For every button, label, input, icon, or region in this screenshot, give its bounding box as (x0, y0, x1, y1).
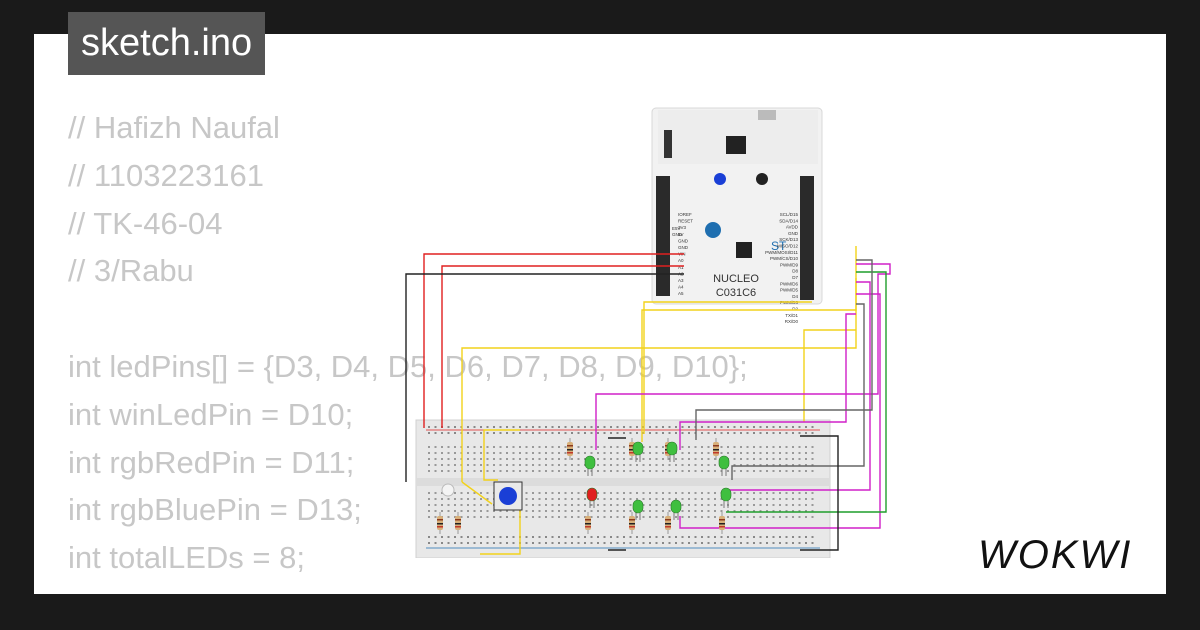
code-line: int rgbRedPin = D11; (68, 444, 355, 480)
board-pin-label: A3 (678, 278, 684, 283)
file-name-tab: sketch.ino (68, 12, 266, 75)
resistor (713, 438, 719, 460)
board-pin-label: SCL/D15 (780, 212, 799, 217)
board-pin-label: PWM/D3 (780, 300, 798, 305)
board-pin-label: PWM/D6 (780, 281, 798, 286)
svg-text:ST: ST (771, 239, 787, 253)
svg-text:WOKWI: WOKWI (978, 533, 1132, 577)
board-pin-label: SDA/D14 (779, 218, 798, 223)
board-pin-label: 5V (678, 232, 684, 237)
resistor (585, 512, 591, 534)
board-pin-label: TX/D1 (785, 313, 798, 318)
board-pin-label: PWM/D5 (780, 288, 798, 293)
board-pin-label: IOREF (678, 212, 692, 217)
board-name-line2: C031C6 (716, 287, 756, 299)
led (584, 455, 596, 476)
code-line: // TK-46-04 (68, 205, 223, 241)
resistor (719, 512, 725, 534)
code-line: int totalLEDs = 8; (68, 540, 305, 576)
resistor (437, 512, 443, 534)
push-button[interactable] (493, 481, 523, 511)
board-top-label: GND (672, 232, 683, 237)
led (632, 441, 644, 462)
board-pin-label: A4 (678, 285, 684, 290)
board-pin-label: RESET (678, 219, 693, 224)
board-pin-label: AVDD (786, 225, 799, 230)
board-pin-label: GND (788, 231, 799, 236)
board-pin-label: GND (678, 238, 689, 243)
led (586, 487, 598, 508)
code-line: // 3/Rabu (68, 253, 194, 289)
wokwi-logo: WOKWI (978, 533, 1132, 577)
board-pin-label: A1 (678, 265, 684, 270)
code-line: // Hafizh Naufal (68, 110, 280, 145)
circuit-diagram: ST NUCLEO C031C6 IOREFRESET3V35VGNDGNDVI… (405, 107, 891, 558)
board-pin-label: 3V3 (678, 225, 687, 230)
board-pin-label: PWM/CS/D10 (770, 256, 799, 261)
board-pin-label: D8 (792, 269, 798, 274)
resistor (455, 512, 461, 534)
board-pin-label: D4 (792, 294, 798, 299)
led (666, 441, 678, 462)
board-pin-label: RX/D0 (785, 319, 799, 324)
board-pin-label: GND (678, 245, 689, 250)
board-pin-label: SCK/D13 (779, 237, 798, 242)
led (670, 499, 682, 520)
board-pin-label: A5 (678, 291, 684, 296)
leds (584, 441, 732, 520)
board-pin-label: A0 (678, 258, 684, 263)
board-pin-label: PWM/D9 (780, 262, 798, 267)
code-line: int DelayTime = 100 (68, 582, 748, 594)
resistor (629, 512, 635, 534)
rgb-led (441, 483, 455, 497)
preview-card: // Hafizh Naufal // 1103223161 // TK-46-04… (34, 34, 1166, 594)
board-pin-label: MISO/D12 (777, 244, 799, 249)
nucleo-board: ST NUCLEO C031C6 IOREFRESET3V35VGNDGNDVI… (651, 107, 823, 324)
board-top-label: E5V (672, 226, 681, 231)
board-name-line1: NUCLEO (713, 273, 759, 285)
push-button-cap-icon[interactable] (499, 487, 517, 505)
board-pin-label: PWM/MOSI/D11 (765, 250, 798, 255)
code-line: int ledPins[] = {D3, D4, D5, D6, D7, D8,… (68, 348, 748, 384)
resistors (437, 438, 725, 534)
user-button-icon (714, 173, 726, 185)
resistor (567, 438, 573, 460)
led (720, 487, 732, 508)
wires (405, 246, 891, 555)
led (632, 499, 644, 520)
code-preview: // Hafizh Naufal // 1103223161 // TK-46-04… (68, 104, 748, 594)
board-pin-label: D7 (792, 275, 798, 280)
board-pin-label: D2 (792, 307, 798, 312)
code-line: int winLedPin = D10; (68, 396, 354, 432)
led (718, 455, 730, 476)
reset-button-icon (756, 173, 768, 185)
breadboard (415, 419, 831, 558)
code-line: int rgbBluePin = D13; (68, 492, 362, 528)
resistor (665, 512, 671, 534)
code-line: // 1103223161 (68, 157, 264, 193)
